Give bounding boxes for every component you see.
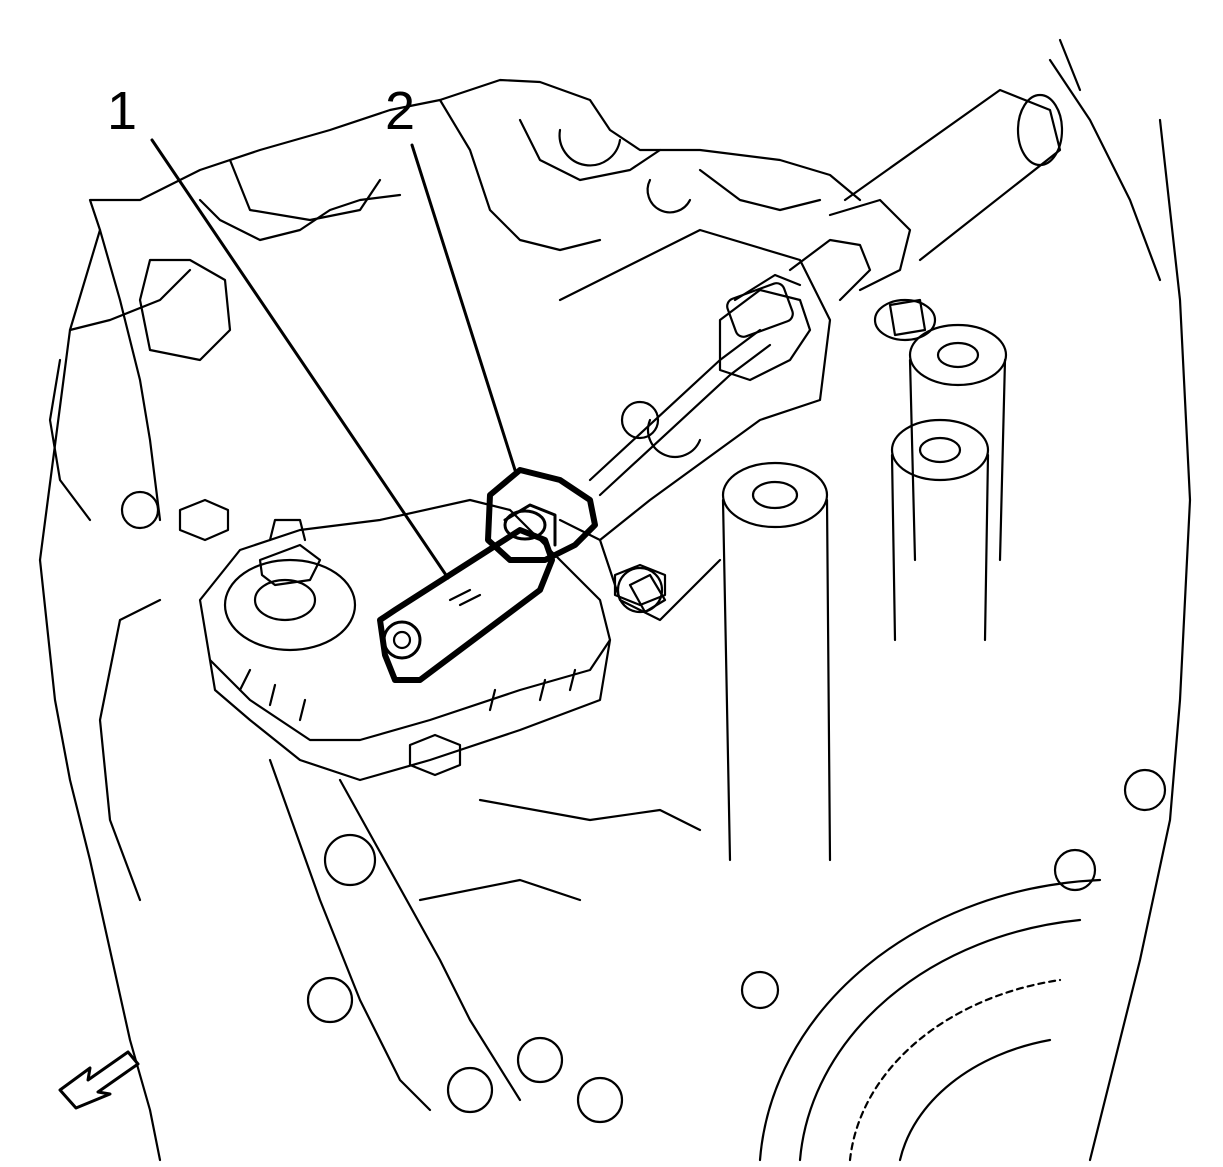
axle-shaft	[828, 88, 1064, 292]
shift-cable	[588, 238, 872, 497]
callout-label-1: 1	[107, 81, 138, 141]
callout-label-2: 2	[385, 81, 416, 141]
bolts	[120, 490, 1167, 892]
range-selector-housing	[198, 498, 612, 782]
cable-end-retainer	[485, 467, 598, 563]
torque-converter	[758, 878, 1102, 1162]
case-bosses	[721, 298, 1008, 862]
leader-lines	[150, 138, 517, 580]
cable-bracket	[558, 228, 832, 622]
leader-line-1	[150, 138, 450, 580]
front-direction-arrow-icon	[58, 1050, 140, 1110]
leader-line-2	[410, 143, 517, 472]
lower-case	[98, 598, 780, 1124]
transmission-housing	[38, 38, 1192, 1162]
shift-lever	[377, 527, 555, 683]
